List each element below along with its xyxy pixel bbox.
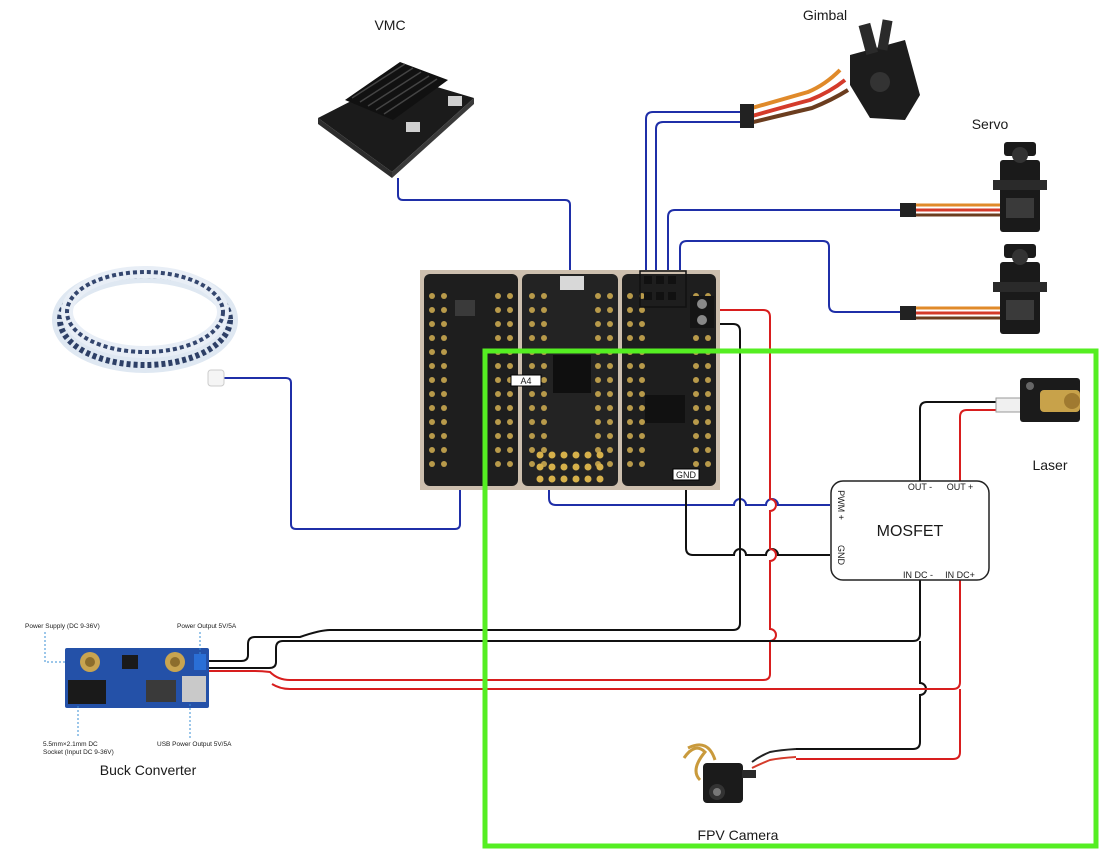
fpv-camera-image: [682, 743, 797, 803]
buck-note-dc-socket-2: Socket (Input DC 9-36V): [43, 749, 114, 756]
wire-mosfet-in-minus: [205, 580, 921, 669]
pin-a4-label: A4: [520, 376, 531, 386]
servo-1-image: [900, 142, 1047, 232]
wire-fpv-vcc: [796, 689, 961, 760]
fpv-camera-label: FPV Camera: [698, 827, 779, 843]
mosfet-pin-in-dc-minus: IN DC -: [903, 570, 933, 580]
buck-converter-image: [65, 648, 209, 708]
wire-gimbal-1: [645, 111, 742, 272]
wire-gimbal-2: [655, 121, 742, 272]
buck-converter-label: Buck Converter: [100, 762, 197, 778]
wire-ledstrip-board: [222, 377, 461, 530]
gimbal-label: Gimbal: [803, 7, 847, 23]
highlight-box: [482, 348, 1099, 849]
mosfet-pin-gnd: GND: [836, 545, 846, 566]
buck-note-dc-socket-1: 5.5mm×2.1mm DC: [43, 741, 98, 748]
header-pins: [429, 293, 711, 467]
gimbal-image: [740, 19, 920, 128]
wire-board-vcc-buck: [205, 309, 777, 681]
pin-a4-tag: A4: [510, 374, 542, 387]
wire-laser-out-plus: [959, 409, 1000, 482]
mosfet-pin-pwm-plus: PWM +: [836, 490, 846, 520]
wire-fpv-gnd: [796, 641, 927, 750]
pin-gnd-label: GND: [676, 470, 697, 480]
servo-label: Servo: [972, 116, 1009, 132]
buck-note-power-output: Power Output 5V/5A: [177, 623, 237, 630]
laser-image: [995, 378, 1080, 422]
mosfet-pin-out-plus: OUT +: [947, 482, 974, 492]
laser-label: Laser: [1032, 457, 1067, 473]
wire-servo-2: [679, 240, 900, 313]
vmc-label: VMC: [374, 17, 405, 33]
buck-note-usb-output: USB Power Output 5V/5A: [157, 741, 232, 748]
buck-note-power-supply: Power Supply (DC 9-36V): [25, 623, 100, 630]
mosfet-pin-out-minus: OUT -: [908, 482, 932, 492]
mosfet-module: MOSFET OUT - OUT + IN DC - IN DC+ PWM + …: [830, 480, 990, 581]
servo-2-image: [900, 244, 1047, 334]
vmc-board-image: [318, 62, 474, 178]
servo-header: [639, 270, 687, 308]
mosfet-label: MOSFET: [877, 523, 944, 540]
buck-annotation-lines: [44, 632, 201, 738]
wire-laser-out-minus: [919, 401, 1000, 482]
mosfet-pin-in-dc-plus: IN DC+: [945, 570, 975, 580]
pin-gnd-tag: GND: [672, 468, 700, 481]
feather-board-image: [420, 270, 720, 490]
wire-mosfet-in-plus: [271, 580, 961, 690]
wire-vmc-board: [397, 178, 571, 272]
led-strip-image: [52, 266, 238, 387]
wire-board-gnd-buck: [205, 323, 741, 662]
wire-servo-1: [667, 209, 900, 272]
wires: [205, 111, 1000, 760]
